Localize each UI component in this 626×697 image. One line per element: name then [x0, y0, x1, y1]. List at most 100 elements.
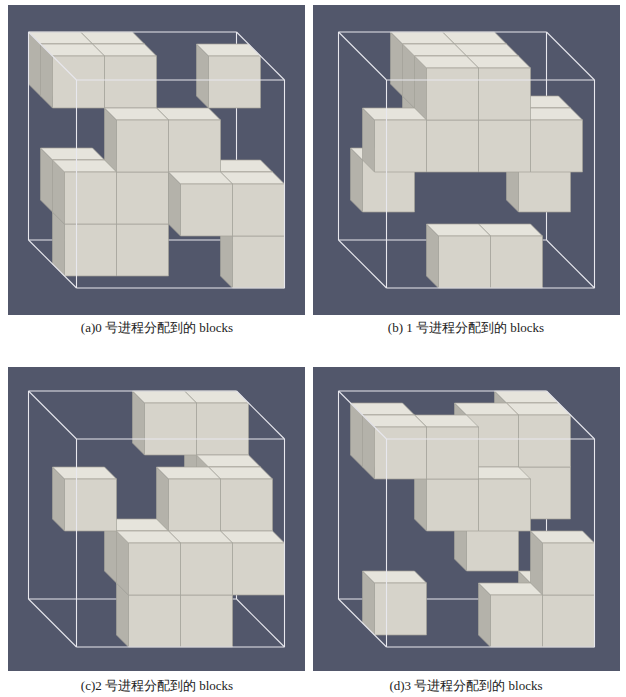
- subfigure-caption: (d)3 号进程分配到的 blocks: [389, 677, 542, 695]
- domain-outline: [547, 240, 595, 288]
- domain-outline: [29, 391, 77, 439]
- block-face: [169, 172, 233, 184]
- view-background: [313, 367, 620, 671]
- block-face: [427, 120, 479, 172]
- block-face: [233, 543, 285, 595]
- caption-holder: (b) 1 号进程分配到的 blocks: [316, 318, 616, 337]
- block-face: [363, 108, 427, 120]
- block-face: [479, 68, 531, 120]
- block-face: [169, 479, 221, 531]
- caption-holder: (c)2 号进程分配到的 blocks: [7, 676, 307, 695]
- block-face: [129, 543, 181, 595]
- domain-outline: [594, 80, 595, 288]
- domain-outline: [339, 599, 387, 647]
- block-face: [221, 479, 273, 531]
- block-face: [65, 172, 117, 224]
- block-face: [117, 172, 169, 224]
- block-face: [181, 184, 233, 236]
- block-face: [543, 543, 595, 595]
- domain-outline: [339, 390, 547, 391]
- block-face: [129, 595, 181, 647]
- block-face: [117, 224, 169, 276]
- block-face: [53, 467, 117, 479]
- block-face: [181, 543, 233, 595]
- block-face: [519, 415, 571, 467]
- block-face: [491, 236, 543, 288]
- render-view: [313, 367, 620, 671]
- block-face: [427, 479, 479, 531]
- domain-outline: [77, 438, 285, 439]
- block-face: [145, 403, 197, 455]
- domain-outline: [28, 32, 29, 240]
- domain-outline: [339, 32, 387, 80]
- domain-outline: [237, 599, 285, 647]
- domain-outline: [284, 80, 285, 288]
- domain-outline: [547, 32, 595, 80]
- domain-outline: [387, 646, 595, 647]
- render-view: [8, 5, 305, 315]
- domain-outline: [29, 31, 237, 32]
- block-face: [117, 531, 181, 543]
- subfigure-caption: (c)2 号进程分配到的 blocks: [81, 677, 233, 695]
- domain-outline: [76, 80, 77, 288]
- block-face: [363, 571, 427, 583]
- caption-holder: (d)3 号进程分配到的 blocks: [316, 676, 616, 695]
- block-face: [169, 120, 221, 172]
- domain-outline: [339, 391, 387, 439]
- block-face: [427, 224, 491, 236]
- block-face: [531, 531, 595, 543]
- block-face: [117, 120, 169, 172]
- block-face: [531, 120, 583, 172]
- block-face: [479, 583, 543, 595]
- domain-outline: [339, 31, 547, 32]
- block-face: [479, 479, 531, 531]
- block-face: [181, 595, 233, 647]
- block-face: [391, 32, 455, 44]
- domain-outline: [76, 439, 77, 647]
- block-face: [105, 56, 157, 108]
- block-face: [197, 455, 261, 467]
- block-face: [233, 236, 285, 288]
- domain-outline: [387, 287, 595, 288]
- block-face: [491, 595, 543, 647]
- block-face: [479, 120, 531, 172]
- view-background: [8, 367, 305, 671]
- block-face: [427, 427, 479, 479]
- domain-outline: [29, 32, 77, 80]
- block-face: [65, 479, 117, 531]
- caption-holder: (a)0 号进程分配到的 blocks: [7, 318, 307, 337]
- domain-outline: [338, 391, 339, 599]
- domain-outline: [386, 80, 387, 288]
- subfigure-caption: (a)0 号进程分配到的 blocks: [81, 319, 233, 337]
- domain-outline: [29, 240, 77, 288]
- block-face: [403, 44, 467, 56]
- subfigure-caption: (b) 1 号进程分配到的 blocks: [388, 319, 544, 337]
- domain-outline: [237, 32, 285, 80]
- block-face: [427, 68, 479, 120]
- domain-outline: [284, 439, 285, 647]
- block-face: [157, 467, 221, 479]
- block-face: [133, 391, 197, 403]
- domain-outline: [387, 438, 595, 439]
- block-face: [455, 403, 519, 415]
- block-face: [65, 224, 117, 276]
- block-face: [105, 108, 169, 120]
- block-face: [375, 583, 427, 635]
- block-face: [209, 56, 261, 108]
- block-face: [415, 56, 479, 68]
- domain-outline: [29, 390, 237, 391]
- view-background: [8, 5, 305, 315]
- domain-outline: [77, 646, 285, 647]
- block-face: [375, 120, 427, 172]
- render-view: [313, 5, 620, 315]
- domain-outline: [339, 240, 387, 288]
- domain-outline: [77, 287, 285, 288]
- domain-outline: [77, 79, 285, 80]
- block-face: [439, 236, 491, 288]
- domain-outline: [386, 439, 387, 647]
- domain-outline: [28, 391, 29, 599]
- view-background: [313, 5, 620, 315]
- block-face: [543, 595, 595, 647]
- render-view: [8, 367, 305, 671]
